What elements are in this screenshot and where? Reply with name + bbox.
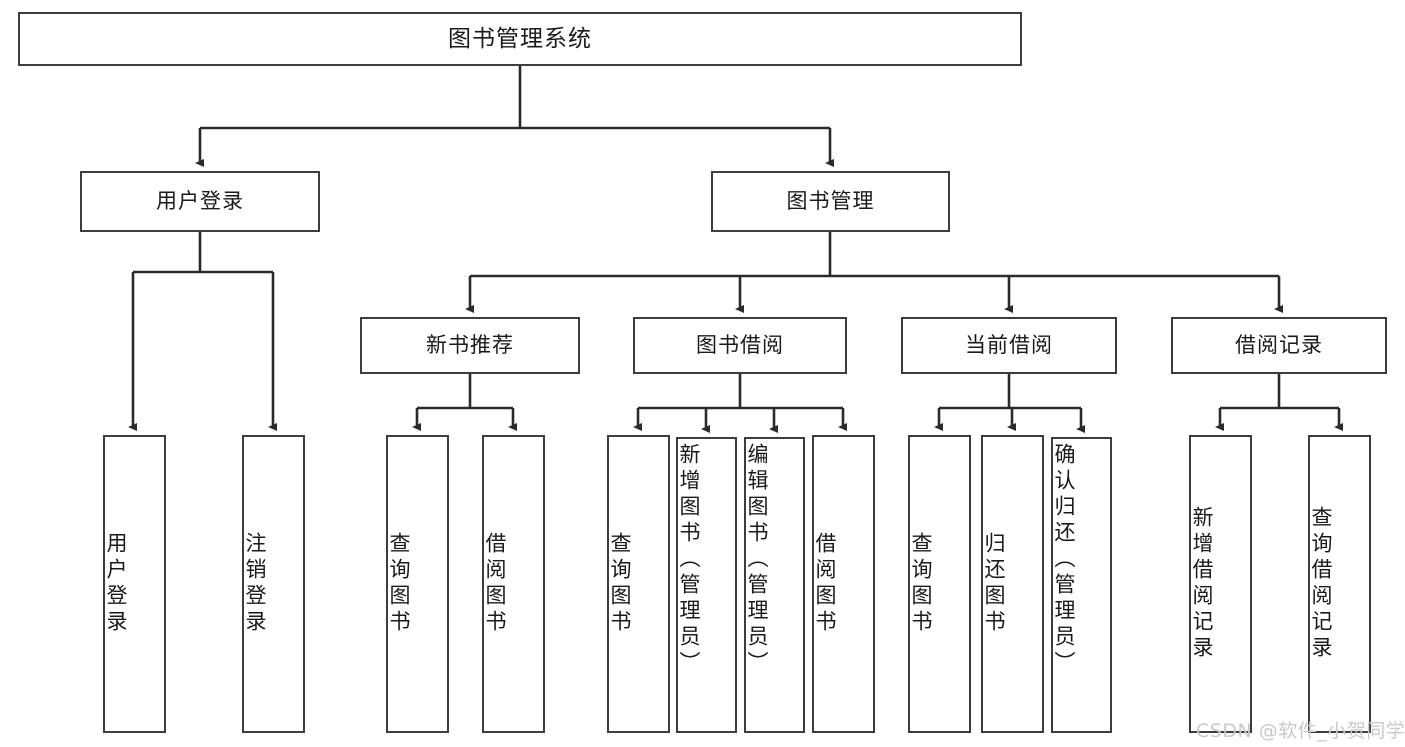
node-leaf-return-book-label: 归还图书 — [982, 532, 1006, 636]
node-root-label: 图书管理系统 — [448, 25, 592, 52]
node-leaf-user-login[interactable]: 用户登录 — [103, 435, 166, 733]
node-current-borrow-label: 当前借阅 — [965, 333, 1053, 358]
node-leaf-query-book-3[interactable]: 查询图书 — [908, 435, 971, 733]
node-leaf-query-book-2[interactable]: 查询图书 — [607, 435, 670, 733]
node-borrow-record-label: 借阅记录 — [1235, 333, 1323, 358]
node-leaf-query-book-2-label: 查询图书 — [608, 532, 632, 636]
node-borrow-record[interactable]: 借阅记录 — [1171, 317, 1387, 374]
node-leaf-borrow-book-1[interactable]: 借阅图书 — [482, 435, 545, 733]
node-leaf-query-record[interactable]: 查询借阅记录 — [1308, 435, 1371, 733]
node-leaf-add-record-label: 新增借阅记录 — [1190, 506, 1214, 662]
node-book-manage-label: 图书管理 — [786, 189, 875, 214]
node-book-borrow[interactable]: 图书借阅 — [633, 317, 847, 374]
node-leaf-add-book[interactable]: 新增图书（管理员） — [676, 437, 737, 733]
node-leaf-borrow-book-1-label: 借阅图书 — [483, 532, 507, 636]
node-leaf-edit-book[interactable]: 编辑图书（管理员） — [744, 437, 805, 733]
node-leaf-query-record-label: 查询借阅记录 — [1309, 506, 1333, 662]
node-new-book-rec[interactable]: 新书推荐 — [360, 317, 580, 374]
node-root[interactable]: 图书管理系统 — [18, 12, 1022, 66]
csdn-watermark: CSDN @软件_小贺同学 — [1196, 720, 1405, 742]
node-leaf-user-login-label: 用户登录 — [104, 532, 128, 636]
node-leaf-query-book-1-label: 查询图书 — [387, 532, 411, 636]
node-book-manage[interactable]: 图书管理 — [711, 171, 950, 232]
node-leaf-logout-label: 注销登录 — [243, 532, 267, 636]
node-current-borrow[interactable]: 当前借阅 — [901, 317, 1117, 374]
node-leaf-edit-book-label: 编辑图书（管理员） — [745, 443, 769, 677]
node-leaf-confirm-return-label: 确认归还（管理员） — [1052, 443, 1076, 677]
node-leaf-borrow-book-2-label: 借阅图书 — [813, 532, 837, 636]
node-user-login-label: 用户登录 — [156, 189, 244, 214]
node-leaf-return-book[interactable]: 归还图书 — [981, 435, 1044, 733]
node-leaf-add-record[interactable]: 新增借阅记录 — [1189, 435, 1252, 733]
node-leaf-query-book-3-label: 查询图书 — [909, 532, 933, 636]
node-leaf-logout[interactable]: 注销登录 — [242, 435, 305, 733]
node-leaf-borrow-book-2[interactable]: 借阅图书 — [812, 435, 875, 733]
node-new-book-rec-label: 新书推荐 — [426, 333, 514, 358]
node-leaf-confirm-return[interactable]: 确认归还（管理员） — [1051, 437, 1112, 733]
node-user-login[interactable]: 用户登录 — [80, 171, 320, 232]
node-leaf-add-book-label: 新增图书（管理员） — [677, 443, 701, 677]
node-leaf-query-book-1[interactable]: 查询图书 — [386, 435, 449, 733]
node-book-borrow-label: 图书借阅 — [696, 333, 784, 358]
